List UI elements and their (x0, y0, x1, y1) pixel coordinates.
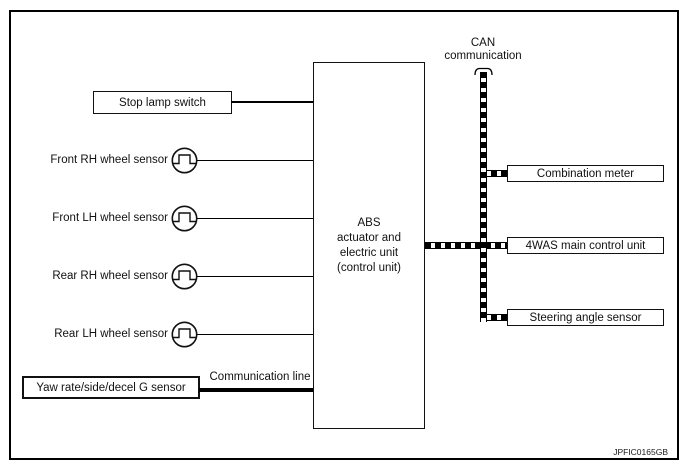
can-communication-label: CAN communication (444, 37, 522, 62)
rear-rh-connector-line (197, 275, 313, 277)
yaw-rate-sensor-box: Yaw rate/side/decel G sensor (22, 376, 200, 399)
pulse-signal-icon (171, 321, 198, 353)
can-branch-steering-angle-sensor (481, 314, 508, 321)
abs-control-unit-box: ABS actuator and electric unit (control … (313, 62, 425, 429)
stop-lamp-switch-box: Stop lamp switch (93, 91, 232, 114)
combination-meter-box: Combination meter (507, 165, 664, 182)
can-line-abs-to-4was (425, 242, 508, 249)
pulse-signal-icon (171, 147, 198, 179)
steering-angle-sensor-box: Steering angle sensor (507, 309, 664, 326)
rear-lh-wheel-sensor-label: Rear LH wheel sensor (54, 328, 168, 340)
front-rh-wheel-sensor-label: Front RH wheel sensor (50, 154, 168, 166)
front-lh-wheel-sensor-label: Front LH wheel sensor (52, 212, 168, 224)
rear-rh-wheel-sensor-label: Rear RH wheel sensor (52, 270, 168, 282)
pulse-signal-icon (171, 263, 198, 295)
figure-code: JPFIC0165GB (613, 447, 668, 457)
stop-lamp-connector-line (231, 101, 313, 103)
can-bus-top-bracket-icon (473, 63, 494, 81)
communication-line-label: Communication line (209, 371, 311, 383)
can-bus-vertical-line (480, 72, 487, 322)
pulse-signal-icon (171, 205, 198, 237)
4was-main-control-unit-box: 4WAS main control unit (507, 237, 664, 254)
front-lh-connector-line (197, 217, 313, 219)
can-branch-combination-meter (481, 169, 508, 177)
front-rh-connector-line (197, 159, 313, 161)
rear-lh-connector-line (197, 333, 313, 335)
communication-line (199, 387, 313, 392)
